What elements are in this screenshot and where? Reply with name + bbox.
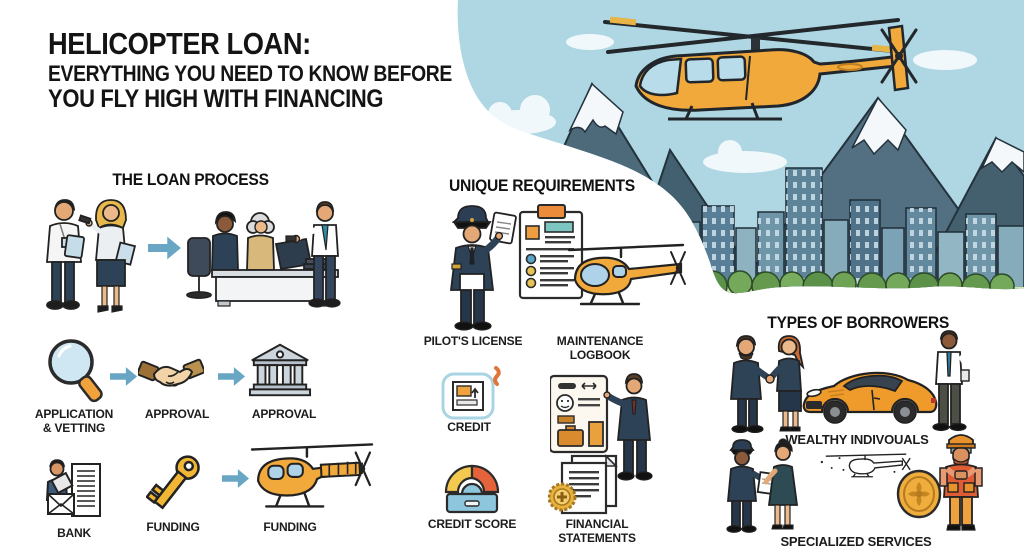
- label-application-vetting: APPLICATION & VETTING: [34, 407, 114, 436]
- borrower-handshake-illustration: [725, 333, 809, 433]
- label-approval-1: APPROVAL: [144, 407, 210, 421]
- helicopter-icon: [565, 241, 687, 311]
- label-financial-statements: FINANCIAL STATEMENTS: [558, 517, 636, 546]
- label-maintenance-logbook: MAINTENANCE LOGBOOK: [556, 334, 644, 363]
- helicopter-illustration: [603, 16, 918, 121]
- gold-coin-icon: [896, 469, 942, 519]
- title-line2: EVERYTHING YOU NEED TO KNOW BEFORE: [48, 60, 452, 86]
- bank-clerk-icon: [42, 458, 104, 522]
- title-line3: YOU FLY HIGH WITH FINANCING: [48, 84, 384, 113]
- handshake-icon: [138, 350, 204, 394]
- ground: [665, 287, 1024, 294]
- arrow-right-icon: [222, 468, 250, 489]
- label-specialized-services: SPECIALIZED SERVICES: [780, 534, 932, 549]
- label-credit-score: CREDIT SCORE: [427, 517, 517, 531]
- credit-score-gauge-icon: [441, 458, 503, 516]
- title-line1: HELICOPTER LOAN:: [48, 26, 311, 61]
- hero-scene-svg: [457, 0, 1024, 294]
- label-pilots-license: PILOT'S LICENSE: [423, 334, 523, 348]
- key-icon: [146, 450, 202, 520]
- loan-process-heading: THE LOAN PROCESS: [112, 170, 269, 189]
- pilot-illustration: [440, 202, 520, 332]
- sketch-helicopter-icon: [816, 450, 918, 478]
- magnifier-icon: [45, 336, 107, 406]
- financial-document-illustration: [550, 372, 658, 484]
- label-funding-1: FUNDING: [146, 520, 200, 534]
- financial-statements-icon: [548, 454, 624, 516]
- loan-desk-illustration: [186, 200, 344, 310]
- arrow-right-icon: [218, 366, 246, 387]
- arrow-right-icon: [148, 235, 182, 261]
- arrow-right-icon: [110, 366, 138, 387]
- page-title: HELICOPTER LOAN: EVERYTHING YOU NEED TO …: [48, 26, 507, 113]
- city-skyline: [675, 167, 1024, 294]
- types-of-borrowers-heading: TYPES OF BORROWERS: [767, 313, 950, 332]
- worker-illustration: [934, 428, 988, 534]
- label-wealthy-individuals: WEALTHY INDIVOUALS: [785, 432, 929, 447]
- label-bank: BANK: [57, 526, 91, 540]
- pilot-client-illustration: [723, 437, 801, 533]
- helicopter-icon: [250, 440, 374, 520]
- label-credit: CREDIT: [447, 420, 491, 434]
- clouds: [484, 34, 977, 189]
- hero-scene-illustration: [440, 0, 1024, 310]
- label-approval-2: APPROVAL: [251, 407, 317, 421]
- credit-card-icon: [441, 366, 503, 422]
- logbook-icon: [518, 204, 586, 300]
- sports-car-illustration: [800, 358, 940, 428]
- standing-man-illustration: [928, 330, 970, 432]
- label-funding-2: FUNDING: [263, 520, 317, 534]
- interview-pair-illustration: [38, 196, 144, 314]
- unique-requirements-heading: UNIQUE REQUIREMENTS: [449, 176, 635, 195]
- bank-building-icon: [248, 342, 312, 398]
